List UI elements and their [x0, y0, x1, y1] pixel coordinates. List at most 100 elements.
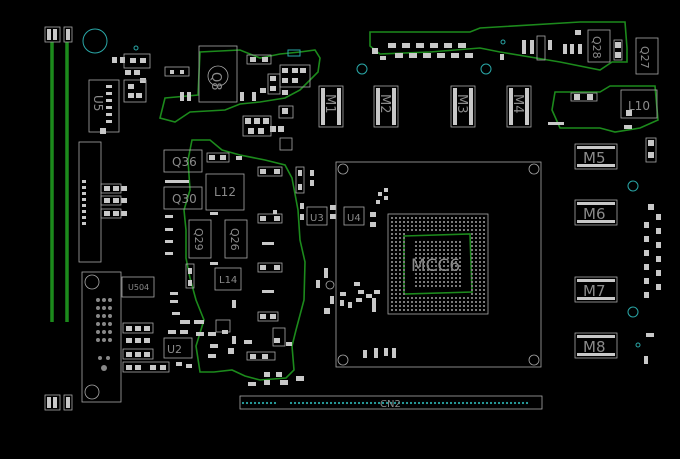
bga-ball [419, 241, 421, 243]
bga-ball [483, 285, 485, 287]
cn2-pin [497, 401, 501, 405]
bga-ball [391, 217, 393, 219]
bga-ball [419, 249, 421, 251]
bga-ball [475, 305, 477, 307]
bga-ball [399, 293, 401, 295]
bga-ball [483, 273, 485, 275]
bga-ball [419, 301, 421, 303]
bga-ball [451, 217, 453, 219]
bga-ball [431, 229, 433, 231]
bga-ball [407, 217, 409, 219]
bga-ball [391, 249, 393, 251]
bga-ball [483, 249, 485, 251]
bga-ball [439, 273, 441, 275]
bga-ball [483, 217, 485, 219]
bga-ball [407, 305, 409, 307]
label-m4: M4 [510, 94, 525, 114]
bga-ball [427, 273, 429, 275]
cn2-pin [449, 401, 453, 405]
bga-ball [455, 245, 457, 247]
bga-ball [431, 285, 433, 287]
cn2-pin [305, 401, 309, 405]
bga-ball [475, 289, 477, 291]
bga-ball [475, 217, 477, 219]
bga-ball [483, 241, 485, 243]
bga-ball [435, 285, 437, 287]
label-l10: L10 [628, 99, 650, 113]
bga-ball [423, 217, 425, 219]
label-m2: M2 [377, 94, 392, 114]
bga-ball [475, 277, 477, 279]
cn2-pin [413, 401, 417, 405]
label-m6: M6 [583, 205, 606, 223]
bga-ball [415, 285, 417, 287]
bga-ball [411, 229, 413, 231]
bga-ball [483, 245, 485, 247]
bga-ball [471, 241, 473, 243]
bga-ball [427, 229, 429, 231]
bga-ball [483, 229, 485, 231]
bga-ball [391, 293, 393, 295]
bga-ball [431, 249, 433, 251]
bga-ball [395, 277, 397, 279]
cn2-pin [349, 401, 353, 405]
bga-ball [475, 297, 477, 299]
bga-ball [407, 297, 409, 299]
bga-ball [419, 261, 421, 263]
cn2-pin [245, 401, 249, 405]
bga-ball [475, 309, 477, 311]
bga-ball [427, 265, 429, 267]
bga-ball [479, 289, 481, 291]
bga-ball [403, 217, 405, 219]
bga-ball [483, 233, 485, 235]
bga-ball [475, 301, 477, 303]
bga-ball [471, 265, 473, 267]
cn2-pin [385, 401, 389, 405]
bga-ball [395, 293, 397, 295]
bga-ball [479, 261, 481, 263]
bga-ball [447, 253, 449, 255]
bga-ball [427, 221, 429, 223]
bga-ball [391, 301, 393, 303]
bga-ball [403, 253, 405, 255]
cn2-pin [433, 401, 437, 405]
bga-ball [451, 309, 453, 311]
bga-ball [403, 241, 405, 243]
bga-ball [423, 261, 425, 263]
bga-ball [471, 273, 473, 275]
bga-ball [455, 253, 457, 255]
bga-ball [475, 225, 477, 227]
cn2-pin [369, 401, 373, 405]
label-u4: U4 [347, 213, 361, 224]
bga-ball [443, 285, 445, 287]
bga-ball [395, 305, 397, 307]
bga-ball [415, 297, 417, 299]
label-q30: Q30 [172, 192, 197, 206]
bga-ball [391, 281, 393, 283]
bga-ball [435, 301, 437, 303]
bga-ball [415, 225, 417, 227]
bga-ball [459, 245, 461, 247]
label-u5: U5 [91, 95, 105, 111]
bga-ball [427, 249, 429, 251]
bga-ball [467, 297, 469, 299]
bga-ball [483, 305, 485, 307]
bga-ball [451, 285, 453, 287]
bga-ball [443, 217, 445, 219]
bga-ball [483, 253, 485, 255]
bga-ball [455, 281, 457, 283]
bga-ball [395, 309, 397, 311]
cn2-pin [485, 401, 489, 405]
bga-ball [407, 221, 409, 223]
bga-ball [435, 245, 437, 247]
bga-ball [455, 301, 457, 303]
bga-ball [479, 253, 481, 255]
bga-ball [419, 309, 421, 311]
bga-ball [459, 241, 461, 243]
bga-ball [471, 237, 473, 239]
bga-ball [423, 253, 425, 255]
cn2-pin [337, 401, 341, 405]
bga-ball [443, 257, 445, 259]
cn2-pin [473, 401, 477, 405]
bga-ball [471, 225, 473, 227]
